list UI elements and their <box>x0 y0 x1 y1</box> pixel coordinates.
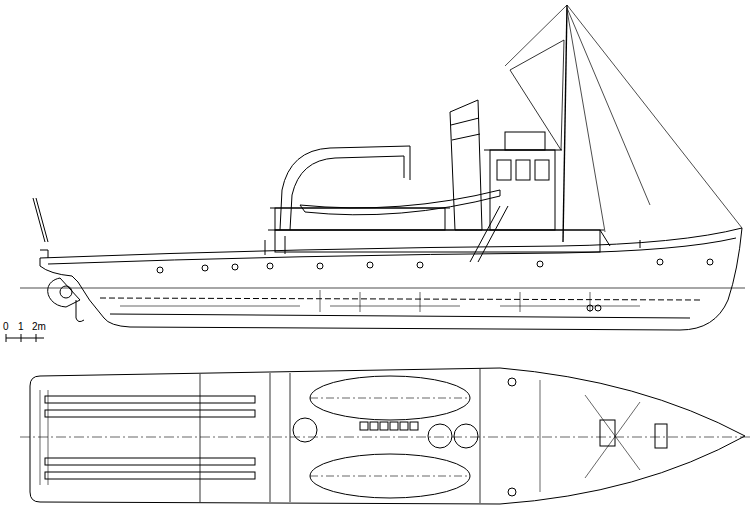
drawing-line <box>290 156 404 230</box>
plan-view <box>20 368 750 504</box>
drawing-line <box>200 369 480 503</box>
drawing-line <box>6 334 44 342</box>
portholes <box>157 259 713 273</box>
drawing-line <box>516 160 530 180</box>
drawing-line <box>110 314 690 318</box>
drawing-line <box>275 230 600 252</box>
drawing-line <box>540 380 640 492</box>
drawing-line <box>293 418 317 442</box>
drawing-line <box>600 230 640 248</box>
drawing-line <box>657 259 663 265</box>
scale-bar <box>6 334 44 342</box>
drawing-line <box>390 422 398 430</box>
drawing-line <box>450 100 482 230</box>
drawing-line <box>508 378 516 386</box>
drawing-line <box>20 437 750 438</box>
drawing-line <box>508 488 516 496</box>
drawing-line <box>60 286 72 298</box>
drawing-line <box>410 422 418 430</box>
drawing-line <box>510 40 564 150</box>
drawing-line <box>45 396 255 403</box>
drawing-line <box>157 267 163 273</box>
drawing-line <box>48 278 80 307</box>
drawing-line <box>505 132 545 150</box>
drawing-line <box>33 198 48 242</box>
drawing-line <box>417 262 423 268</box>
side-view <box>20 5 745 330</box>
drawing-line <box>40 390 48 485</box>
drawing-line <box>370 422 378 430</box>
drawing-line <box>40 228 742 330</box>
drawing-line <box>360 422 368 430</box>
drawing-line <box>367 262 373 268</box>
drawing-line <box>20 288 745 289</box>
drawing-line <box>280 146 410 230</box>
drawing-line <box>45 458 255 465</box>
drawing-line <box>76 300 84 322</box>
drawing-line <box>202 265 208 271</box>
drawing-line <box>232 264 238 270</box>
drawing-line <box>48 238 736 264</box>
drawing-line <box>707 259 713 265</box>
drawing-line <box>267 263 273 269</box>
drawing-line <box>100 298 700 300</box>
drawing-line <box>30 368 745 504</box>
drawing-line <box>587 305 593 311</box>
drawing-line <box>120 306 640 307</box>
drawing-line <box>535 160 549 180</box>
drawing-line <box>595 305 601 311</box>
drawing-line <box>380 422 388 430</box>
drawing-line <box>428 424 452 448</box>
scale-label: 2m <box>32 321 46 332</box>
drawing-line <box>537 261 543 267</box>
drawing-line <box>655 424 667 448</box>
drawing-line <box>320 290 590 312</box>
drawing-line <box>454 424 478 448</box>
drawing-line <box>45 410 255 417</box>
drawing-line <box>400 422 408 430</box>
drawing-line <box>317 263 323 269</box>
scale-label: 0 <box>3 321 9 332</box>
drawing-line <box>40 228 742 258</box>
scale-label: 1 <box>18 321 24 332</box>
drawing-line <box>497 160 511 180</box>
drawing-line <box>45 472 255 479</box>
drawing-line <box>470 206 508 262</box>
drawing-line <box>300 190 500 215</box>
drawing-line <box>40 250 48 258</box>
drawing-line <box>505 5 742 232</box>
drawing-line <box>451 118 480 140</box>
drawing-line <box>310 398 470 476</box>
